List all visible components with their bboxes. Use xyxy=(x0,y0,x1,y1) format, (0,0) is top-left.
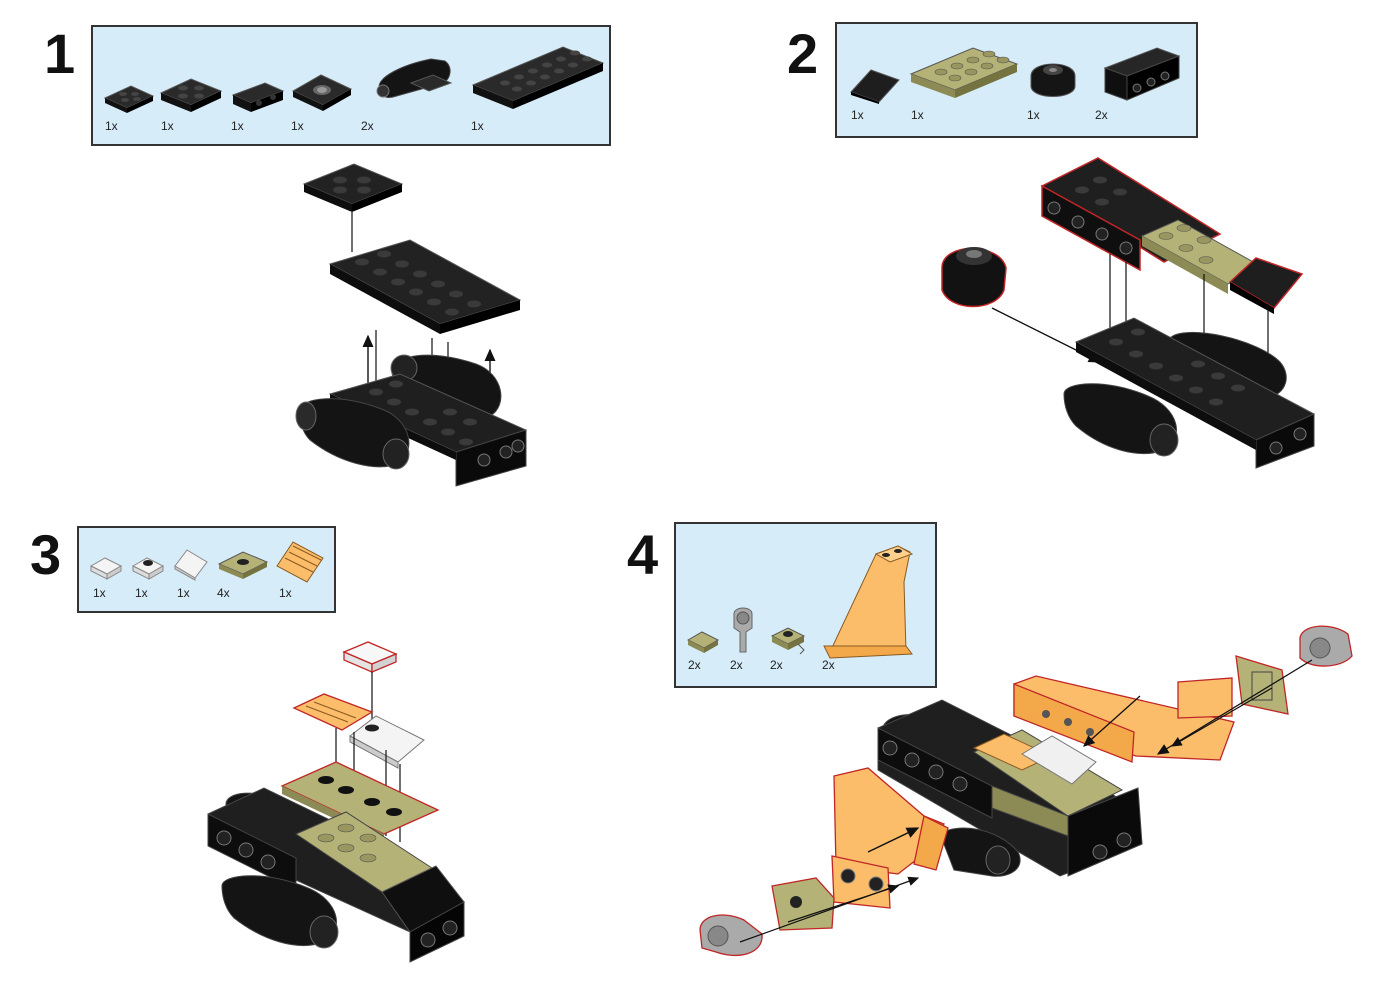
parts-list-step-1: 1x 1x 1x 1x 2x 1x xyxy=(91,25,611,146)
black-jet-engine-icon xyxy=(376,58,453,98)
orange-tail-fin-icon xyxy=(823,545,914,659)
build-diagram-step-3 xyxy=(207,641,465,963)
part-qty: 1x xyxy=(911,108,924,122)
clear-jumper-plate-icon xyxy=(131,557,165,580)
part-qty: 4x xyxy=(217,586,230,600)
olive-clip-plate-icon xyxy=(770,627,806,655)
clear-tile-icon xyxy=(89,557,123,580)
orange-grille-slope-icon xyxy=(276,541,324,583)
part-qty: 2x xyxy=(770,658,783,672)
grey-pin-connector-icon xyxy=(733,607,753,653)
black-plate-2x2-icon xyxy=(159,78,223,112)
part-qty: 1x xyxy=(291,119,304,133)
part-qty: 2x xyxy=(1095,108,1108,122)
step-number-2: 2 xyxy=(787,22,819,85)
step-number-1: 1 xyxy=(44,22,76,85)
clear-slope-icon xyxy=(174,549,208,581)
part-qty: 1x xyxy=(93,586,106,600)
build-diagram-step-1 xyxy=(295,163,528,487)
part-qty: 2x xyxy=(730,658,743,672)
black-slope-icon xyxy=(850,69,900,104)
build-diagram-step-2 xyxy=(941,157,1316,469)
step-number-3: 3 xyxy=(30,523,62,586)
part-qty: 2x xyxy=(688,658,701,672)
black-bracket-icon xyxy=(231,82,285,112)
parts-list-step-3: 1x 1x 1x 4x 1x xyxy=(77,526,336,613)
part-qty: 2x xyxy=(822,658,835,672)
part-qty: 1x xyxy=(177,586,190,600)
parts-list-step-2: 1x 1x 1x 2x xyxy=(835,22,1198,138)
black-turntable-plate-icon xyxy=(291,74,353,111)
parts-list-step-4: 2x 2x 2x 2x xyxy=(674,522,937,688)
olive-jumper-plate-icon xyxy=(217,551,269,579)
part-qty: 1x xyxy=(471,119,484,133)
build-diagram-step-4 xyxy=(699,625,1353,956)
part-qty: 1x xyxy=(1027,108,1040,122)
part-qty: 1x xyxy=(161,119,174,133)
part-qty: 1x xyxy=(135,586,148,600)
part-qty: 1x xyxy=(851,108,864,122)
part-qty: 1x xyxy=(231,119,244,133)
black-plate-2x2-icon xyxy=(103,85,155,113)
olive-tile-icon xyxy=(686,631,720,653)
part-qty: 1x xyxy=(279,586,292,600)
part-qty: 1x xyxy=(105,119,118,133)
step-number-4: 4 xyxy=(627,523,659,586)
black-bracket-icon xyxy=(1103,47,1181,101)
olive-plate-2x4-icon xyxy=(909,47,1019,98)
part-qty: 2x xyxy=(361,119,374,133)
black-dome-icon xyxy=(1030,63,1076,97)
black-plate-2x6-icon xyxy=(471,46,605,109)
